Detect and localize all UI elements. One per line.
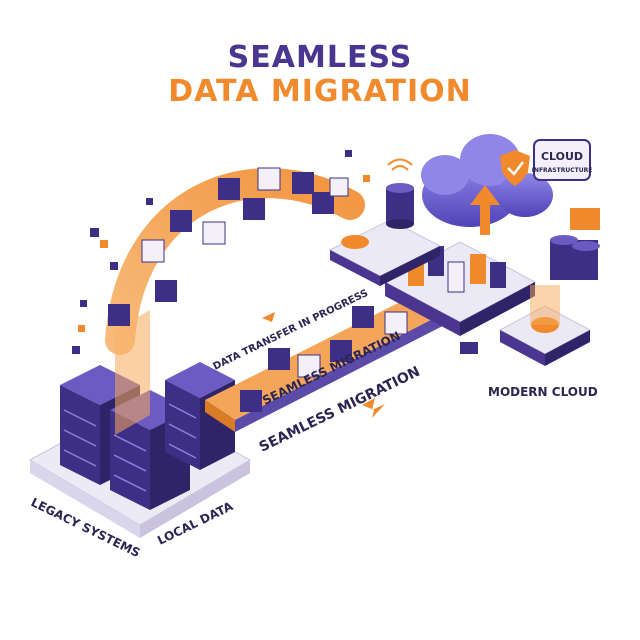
document-cube-icon: [108, 167, 349, 326]
wifi-icon: [387, 158, 413, 171]
cloud-icon: [421, 134, 553, 227]
cloud-infrastructure-sign: CLOUD INFRASTRUCTURE: [532, 139, 593, 181]
chart-board: [570, 208, 600, 230]
title-line-2: DATA MIGRATION: [168, 74, 472, 109]
scatter-cubes: [72, 150, 352, 354]
node-disc: [341, 235, 369, 249]
shield-icon: [500, 150, 530, 186]
rack-slots: [63, 403, 197, 492]
database-icon: [550, 235, 600, 280]
small-device: [460, 342, 478, 354]
arrow-icon: [470, 185, 500, 235]
database-icon: [386, 183, 414, 229]
cloud-sign-title: CLOUD: [541, 150, 583, 163]
scatter-cubes-orange: [78, 175, 370, 332]
document-cube-icon: [240, 306, 408, 412]
cloud-sign-subtitle: INFRASTRUCTURE: [532, 167, 593, 174]
node-platform: [498, 285, 592, 366]
modern-cloud-label: MODERN CLOUD: [488, 385, 598, 399]
title-line-1: SEAMLESS: [227, 40, 413, 75]
database-platform: [328, 219, 442, 286]
arrow-icon: [262, 312, 385, 418]
